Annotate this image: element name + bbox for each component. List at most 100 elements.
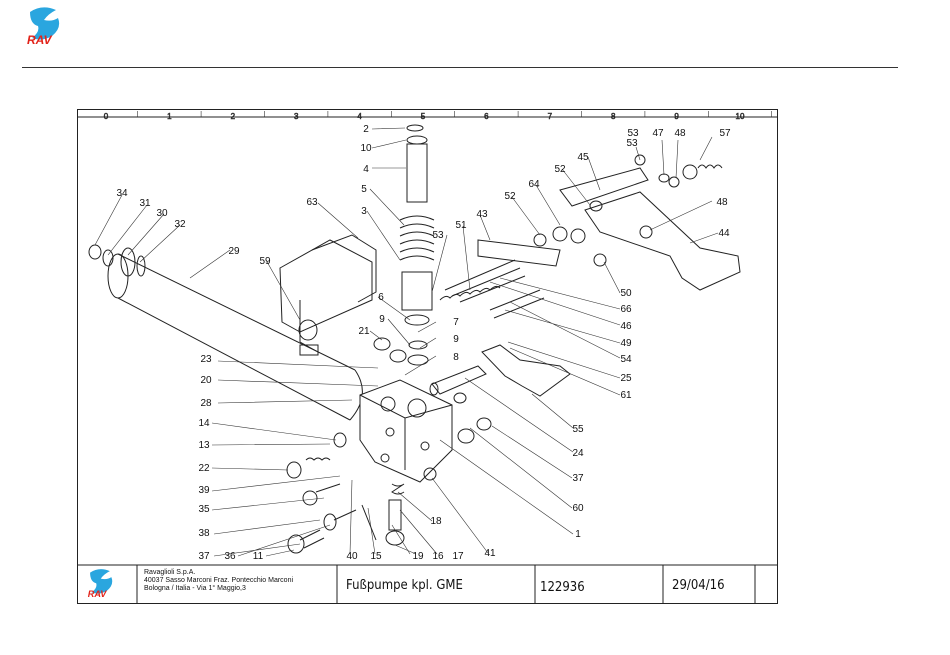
- callout-label: 10: [360, 143, 372, 154]
- callout-label: 34: [116, 188, 128, 199]
- callout-label: 52: [554, 164, 566, 175]
- callout-label: 24: [572, 448, 584, 459]
- callout-label: 41: [484, 548, 496, 559]
- company-name: Ravaglioli S.p.A.: [144, 569, 196, 576]
- callout-label: 36: [224, 551, 236, 562]
- callout-label: 9: [453, 334, 459, 345]
- rod-parts: [439, 259, 545, 319]
- callout-label: 60: [572, 503, 584, 514]
- callout-label: 55: [572, 424, 584, 435]
- callout-label: 5: [361, 184, 367, 195]
- grid-number: 0: [104, 112, 109, 121]
- piston-part: [429, 365, 487, 396]
- grid-number: 9: [674, 112, 679, 121]
- drawing-sheet: [77, 109, 778, 604]
- callout-label: 54: [620, 354, 632, 365]
- callout-label: 53: [626, 138, 638, 149]
- callout-label: 31: [139, 198, 151, 209]
- fitting-parts: [286, 432, 357, 554]
- title-block-logo-text: RAV: [88, 589, 107, 599]
- brand-logo-text: RAV: [27, 33, 52, 47]
- callout-label: 49: [620, 338, 632, 349]
- callout-label: 53: [432, 230, 444, 241]
- callout-label: 66: [620, 304, 632, 315]
- callout-label: 22: [198, 463, 210, 474]
- callout-label: 40: [346, 551, 358, 562]
- callout-label: 48: [674, 128, 686, 139]
- callout-label: 30: [156, 208, 168, 219]
- callout-label: 2: [363, 124, 369, 135]
- callout-label: 57: [719, 128, 731, 139]
- callout-label: 46: [620, 321, 632, 332]
- callout-label: 59: [259, 256, 271, 267]
- grid-number: 1: [167, 112, 172, 121]
- callout-label: 37: [572, 473, 584, 484]
- header-rule: [22, 67, 898, 68]
- grid-number: 5: [421, 112, 426, 121]
- drawing-date: 29/04/16: [672, 578, 725, 593]
- callout-label: 28: [200, 398, 212, 409]
- callout-label: 63: [306, 197, 318, 208]
- grid-ruler: 0 1 2 3 4 5 6 7 8 9 10: [103, 111, 773, 121]
- callout-label: 44: [718, 228, 730, 239]
- company-city: Bologna / Italia - Via 1° Maggio,3: [144, 585, 246, 592]
- callout-label: 6: [378, 292, 384, 303]
- brand-logo: RAV: [27, 7, 60, 47]
- callout-label: 43: [476, 209, 488, 220]
- callout-label: 29: [228, 246, 240, 257]
- callout-label: 9: [379, 314, 385, 325]
- callout-label: 51: [455, 220, 467, 231]
- leader-lines: [94, 127, 719, 557]
- bracket-part: [279, 234, 377, 353]
- callout-label: 39: [198, 485, 210, 496]
- callout-label: 38: [198, 528, 210, 539]
- callout-label: 21: [358, 326, 370, 337]
- callout-label: 23: [200, 354, 212, 365]
- small-parts: [298, 319, 492, 481]
- callout-label: 47: [652, 128, 664, 139]
- grid-number: 7: [548, 112, 553, 121]
- callout-label: 53: [627, 128, 639, 139]
- callout-label: 17: [452, 551, 464, 562]
- callout-label: 18: [430, 516, 442, 527]
- callout-label: 25: [620, 373, 632, 384]
- callout-label: 1: [575, 529, 581, 540]
- callout-label: 37: [198, 551, 210, 562]
- callout-label: 11: [253, 551, 264, 562]
- lever-part: [481, 344, 571, 397]
- callout-label: 52: [504, 191, 516, 202]
- grid-number: 2: [231, 112, 236, 121]
- cylinder-part: [88, 244, 363, 421]
- callout-label: 15: [370, 551, 382, 562]
- callout-label: 61: [620, 390, 632, 401]
- grid-number: 3: [294, 112, 299, 121]
- grid-number: 6: [484, 112, 489, 121]
- company-info: Ravaglioli S.p.A. 40037 Sasso Marconi Fr…: [144, 569, 293, 593]
- bolt-parts: [361, 483, 405, 546]
- callout-label: 13: [198, 440, 210, 451]
- callout-label: 14: [198, 418, 210, 429]
- drawing-title: Fußpumpe kpl. GME: [346, 578, 463, 593]
- grid-number: 8: [611, 112, 616, 121]
- callout-label: 8: [453, 352, 459, 363]
- company-address: 40037 Sasso Marconi Fraz. Pontecchio Mar…: [144, 577, 294, 584]
- spring-stack: [399, 124, 435, 366]
- callout-label: 4: [363, 164, 369, 175]
- callout-label: 16: [432, 551, 444, 562]
- grid-number: 10: [736, 112, 745, 121]
- drawing-number: 122936: [540, 580, 585, 595]
- callout-label: 35: [198, 504, 210, 515]
- callout-label: 20: [200, 375, 212, 386]
- callout-label: 7: [453, 317, 459, 328]
- callout-label: 48: [716, 197, 728, 208]
- title-block-logo: RAV: [88, 569, 113, 599]
- pedal-part: [477, 167, 741, 291]
- callout-label: 64: [528, 179, 540, 190]
- pump-body: [359, 379, 453, 483]
- grid-number: 4: [357, 112, 362, 121]
- callout-label: 45: [577, 152, 589, 163]
- callout-label: 50: [620, 288, 632, 299]
- callout-label: 32: [174, 219, 186, 230]
